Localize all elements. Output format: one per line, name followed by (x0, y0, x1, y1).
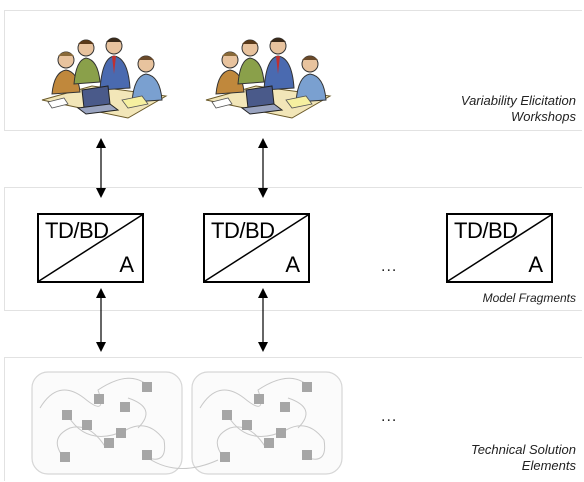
meeting-people-illustration (205, 37, 332, 119)
model-box-title: TD/BD (454, 218, 518, 243)
network-node (60, 452, 70, 462)
network-node (104, 438, 114, 448)
network-node (120, 402, 130, 412)
network-node (82, 420, 92, 430)
network-node (264, 438, 274, 448)
double-arrow-icon (96, 138, 106, 198)
model-box-corner-label: A (285, 252, 300, 277)
double-arrow-icon (258, 288, 268, 352)
network-node (116, 428, 126, 438)
more-fragments-ellipsis: ... (381, 258, 398, 275)
network-node (302, 382, 312, 392)
technical-solution-label: Technical Solution Elements (470, 442, 576, 473)
network-node (276, 428, 286, 438)
model-fragment-box: TD/BD A (37, 213, 144, 283)
network-node (254, 394, 264, 404)
workshops-label: Variability Elicitation Workshops (460, 93, 576, 124)
model-fragment-box: TD/BD A (203, 213, 310, 283)
network-node (302, 450, 312, 460)
network-node (142, 382, 152, 392)
meeting-people-illustration (41, 37, 168, 119)
network-node (62, 410, 72, 420)
model-fragments-label: Model Fragments (482, 291, 576, 305)
model-box-corner-label: A (119, 252, 134, 277)
network-node (242, 420, 252, 430)
model-box-title: TD/BD (45, 218, 109, 243)
network-node (222, 410, 232, 420)
node-network-illustration (31, 371, 343, 475)
model-box-title: TD/BD (211, 218, 275, 243)
double-arrow-icon (258, 138, 268, 198)
double-arrow-icon (96, 288, 106, 352)
network-node (220, 452, 230, 462)
model-fragment-box: TD/BD A (446, 213, 553, 283)
network-node (94, 394, 104, 404)
model-box-corner-label: A (528, 252, 543, 277)
more-elements-ellipsis: ... (381, 408, 398, 425)
network-node (280, 402, 290, 412)
network-node (142, 450, 152, 460)
